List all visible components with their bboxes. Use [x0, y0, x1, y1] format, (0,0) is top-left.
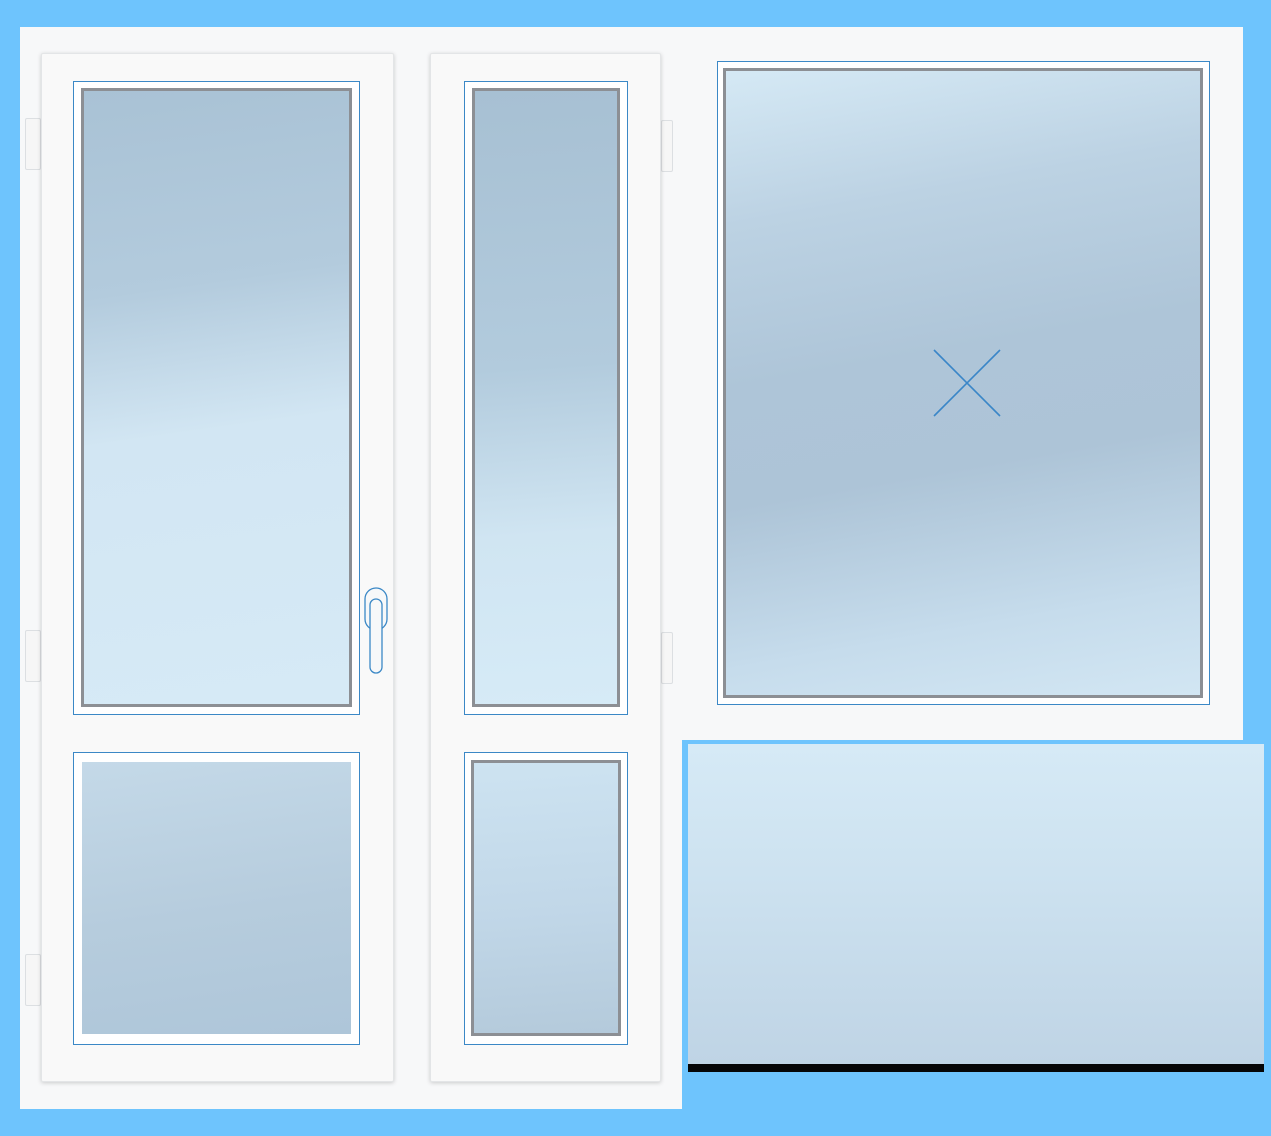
side-bottom-glass — [471, 760, 621, 1036]
side-top-glass — [472, 88, 620, 707]
door-handle-icon[interactable] — [360, 585, 392, 677]
hinge-icon — [661, 120, 673, 172]
fixed-window-glass — [723, 68, 1203, 698]
door-top-glass — [81, 88, 352, 707]
hinge-icon — [25, 118, 41, 170]
fixed-pane-x-icon — [933, 349, 1001, 417]
hinge-icon — [25, 954, 41, 1006]
door-bottom-glass — [82, 762, 351, 1034]
hinge-icon — [25, 630, 41, 682]
hinge-icon — [661, 632, 673, 684]
lower-panel-sill — [688, 1064, 1264, 1072]
lower-right-panel — [688, 744, 1264, 1064]
